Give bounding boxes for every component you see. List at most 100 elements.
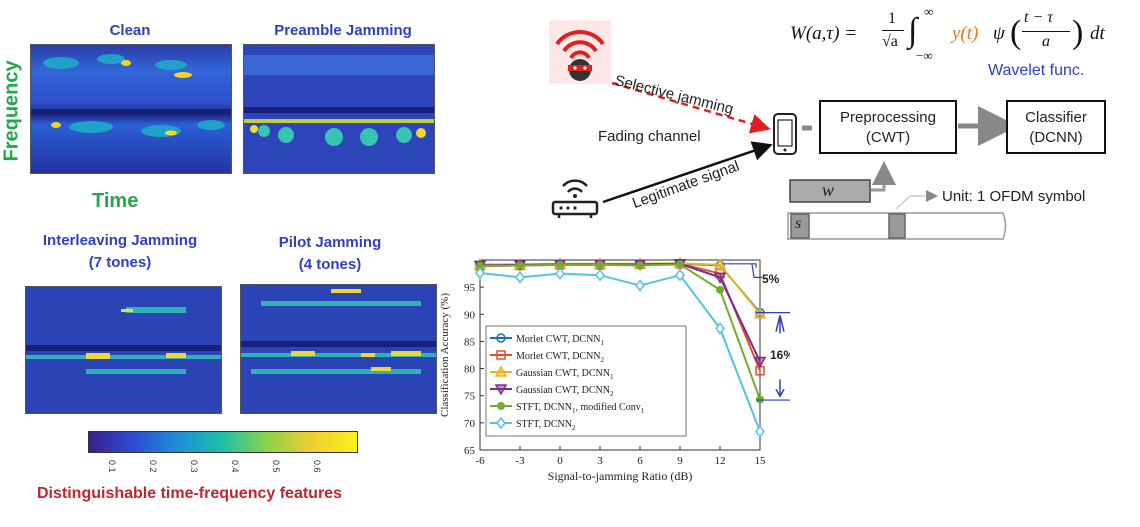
panel-title-interleaving-2: (7 tones) [88,254,152,271]
formula-upper: ∞ [924,4,934,19]
data-point [496,416,506,430]
data-point [475,266,485,280]
data-point [716,285,724,294]
classifier-line2: (DCNN) [1029,129,1083,146]
y-tick-label: 90 [464,309,476,321]
series-line [479,272,761,432]
x-tick-label: 15 [755,455,767,467]
formula-psi: ψ [993,23,1005,44]
x-tick-label: 9 [677,455,683,467]
panel-title-preamble: Preamble Jamming [274,22,412,39]
panel-title-pilot-2: (4 tones) [298,256,362,273]
spectrogram-clean [30,44,232,174]
time-axis-label: Time [92,190,139,212]
colorbar-tick-label: 0.2 [148,460,158,473]
legend-entry: STFT, DCNN2 [516,419,576,432]
colorbar-tick-label: 0.6 [312,460,322,473]
x-tick-label: -6 [475,455,485,467]
colorbar-tick-label: 0.4 [230,460,240,473]
x-axis-label: Signal-to-jamming Ratio (dB) [548,469,693,483]
data-point [675,268,685,282]
data-point [516,261,524,270]
x-tick-label: 12 [715,455,726,467]
data-point [497,402,505,410]
preprocessing-line1: Preprocessing [840,109,936,126]
classifier-box: Classifier (DCNN) [1006,100,1106,154]
panel-title-clean: Clean [109,22,151,39]
y-tick-label: 75 [464,391,476,403]
formula-dt: dt [1090,23,1105,44]
data-point [596,260,604,269]
legend-box [485,325,687,437]
preprocessing-box: Preprocessing (CWT) [819,100,957,154]
formula-y-term: y(t) [952,23,979,44]
annotation-5pct-line [751,264,762,278]
router-icon [549,176,601,220]
colorbar-tick-label: 0.3 [189,460,199,473]
y-tick-label: 70 [464,418,476,430]
data-point [496,333,506,343]
legend-entry: Morlet CWT, DCNN1 [516,334,605,347]
diagram-arrows [602,81,1018,240]
y-tick-label: 80 [464,364,476,376]
s-symbol: s [795,215,802,232]
y-axis-label: Classification Accuracy (%) [439,293,451,417]
wavelet-formula: W(a,τ) = 1 √a ∫ ∞ −∞ y(t) ψ ( t − τ a ) … [790,4,1105,63]
data-point [496,350,506,360]
annotation-16pct: 16% [770,348,790,362]
features-caption: Distinguishable time-frequency features [37,485,342,502]
wavelet-func-label: Wavelet func. [988,62,1085,79]
series-line [479,263,761,400]
annotation-arrowhead-down [775,388,785,398]
x-tick-label: 3 [597,455,603,467]
legend-entry: Gaussian CWT, DCNN2 [516,385,614,398]
legend-entry: Gaussian CWT, DCNN1 [516,368,614,381]
data-point [755,425,765,438]
colorbar [88,431,358,453]
formula-num: 1 [888,10,896,27]
formula-lhs: W(a,τ) = [790,23,858,44]
x-tick-label: 0 [557,455,563,467]
w-symbol: w [822,180,835,200]
data-point [494,384,508,396]
annotation-bracket [724,263,757,268]
data-point [515,271,525,284]
data-point [713,258,727,270]
data-point [713,272,727,284]
classifier-line1: Classifier [1025,109,1087,126]
spectrogram-preamble [243,44,435,174]
data-point [636,261,644,270]
data-point [676,260,684,269]
formula-frac-num: t − τ [1024,9,1053,26]
legend-entry: STFT, DCNN1, modified Conv1 [516,402,645,415]
phone-icon [772,112,798,156]
x-tick-label: -3 [515,455,525,467]
y-tick-label: 85 [464,336,476,348]
data-point [753,356,767,369]
panel-title-pilot-1: Pilot Jamming [278,234,382,251]
y-tick-label: 65 [464,445,476,457]
colorbar-tick-label: 0.5 [271,460,281,473]
spectrogram-pilot [240,284,437,414]
colorbar-tick-label: 0.1 [107,460,117,473]
y-tick-label: 95 [464,282,476,294]
formula-den: √a [882,33,898,50]
annotation-arrowhead-up [775,315,785,332]
data-point [555,267,565,280]
formula-frac-den: a [1042,33,1050,50]
preprocessing-line2: (CWT) [865,129,911,146]
fading-channel-label: Fading channel [598,128,701,145]
accuracy-chart: -6 -3 0 3 6 9 12 15 65 70 75 80 85 90 95Signal-to-jamm… [439,256,790,483]
data-point [635,279,645,292]
x-tick-label: 6 [637,455,643,467]
annotation-5pct: 5% [762,272,780,286]
legend-entry: Morlet CWT, DCNN2 [516,351,605,364]
data-point [595,268,605,282]
data-point [715,322,725,335]
data-point [494,365,508,377]
unit-label: Unit: 1 OFDM symbol [942,188,1086,205]
spectrogram-interleaving [25,286,222,414]
formula-lower: −∞ [916,48,933,63]
jammer-icon [549,20,611,84]
data-point [556,260,564,269]
